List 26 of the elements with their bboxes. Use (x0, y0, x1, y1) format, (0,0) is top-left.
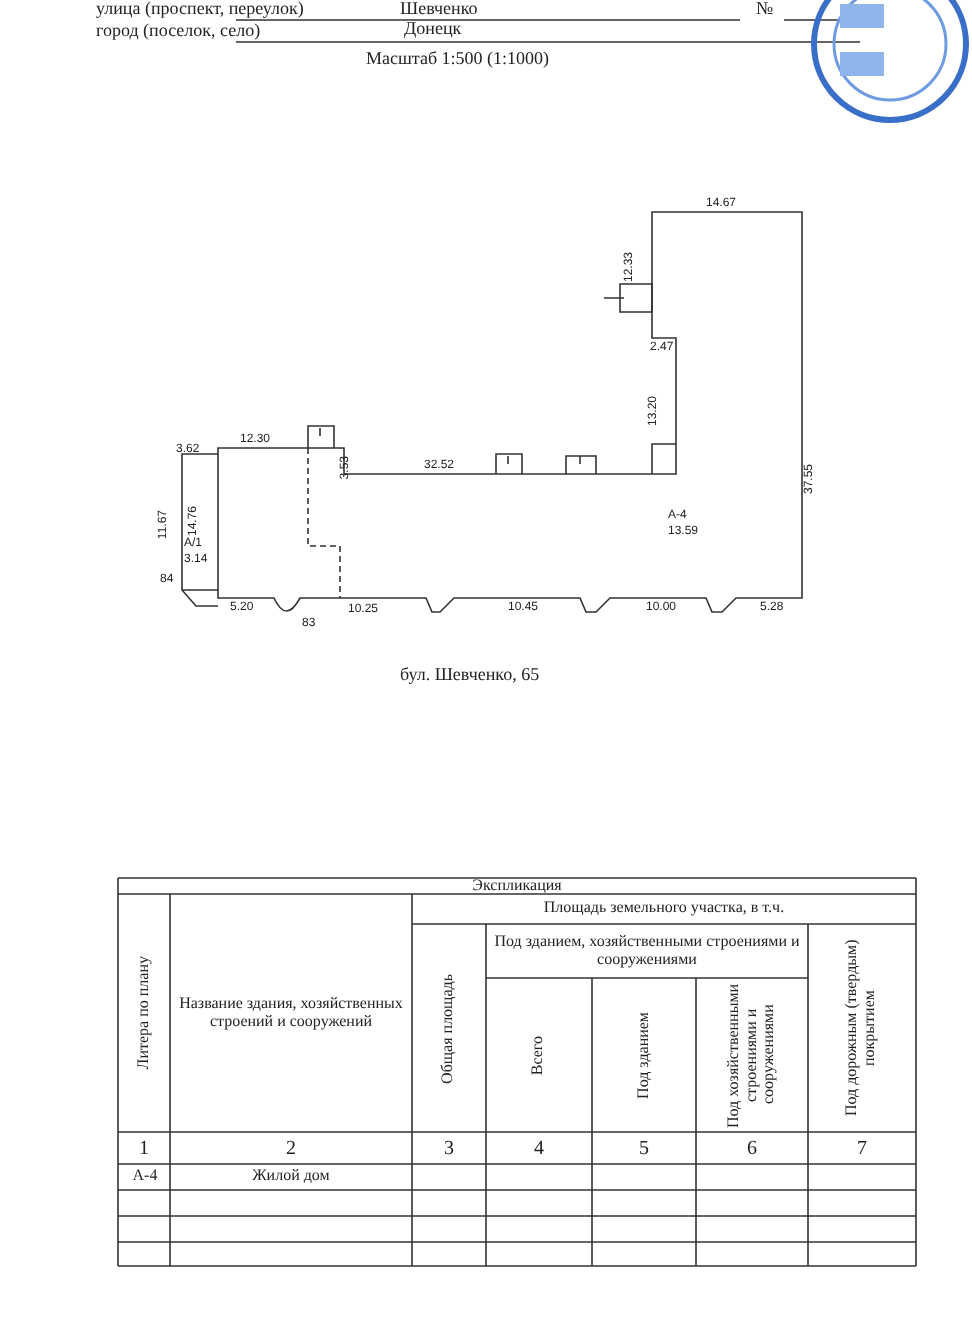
column-number: 2 (286, 1137, 296, 1159)
column-number: 4 (534, 1137, 544, 1159)
column-header: Под зданием (635, 1011, 653, 1099)
column-header: Под зданием, хозяйственными строениями и сооружениями (492, 933, 802, 969)
caption: бул. Шевченко, 65 (400, 666, 540, 686)
table-text: А-4 (132, 1168, 158, 1186)
column-number: 3 (444, 1137, 454, 1159)
field-label: улица (проспект, переулок) (96, 0, 304, 20)
scale-label: Масштаб 1:500 (1:1000) (366, 50, 550, 70)
field-value: Шевченко (400, 0, 478, 20)
column-header: Название здания, хозяйственных строений и сооружений (177, 995, 405, 1031)
column-header: Под дорожным (твердым) покрытием (844, 937, 880, 1121)
column-number: 5 (639, 1137, 649, 1159)
column-header: Площадь земельного участка, в т.ч. (543, 900, 785, 918)
field-label: № (756, 0, 774, 20)
column-number: 7 (857, 1137, 867, 1159)
column-number: 6 (747, 1137, 757, 1159)
column-number: 1 (139, 1137, 149, 1159)
column-header: Всего (530, 1035, 548, 1075)
field-label: город (поселок, село) (96, 22, 261, 42)
field-value: Донецк (404, 20, 462, 40)
column-header: Под хозяйственными строениями и сооружениями (725, 982, 779, 1128)
table-text: Жилой дом (252, 1168, 330, 1186)
column-header: Общая площадь (440, 973, 458, 1083)
column-header: Литера по плану (135, 956, 153, 1070)
table-title: Экспликация (472, 877, 562, 895)
